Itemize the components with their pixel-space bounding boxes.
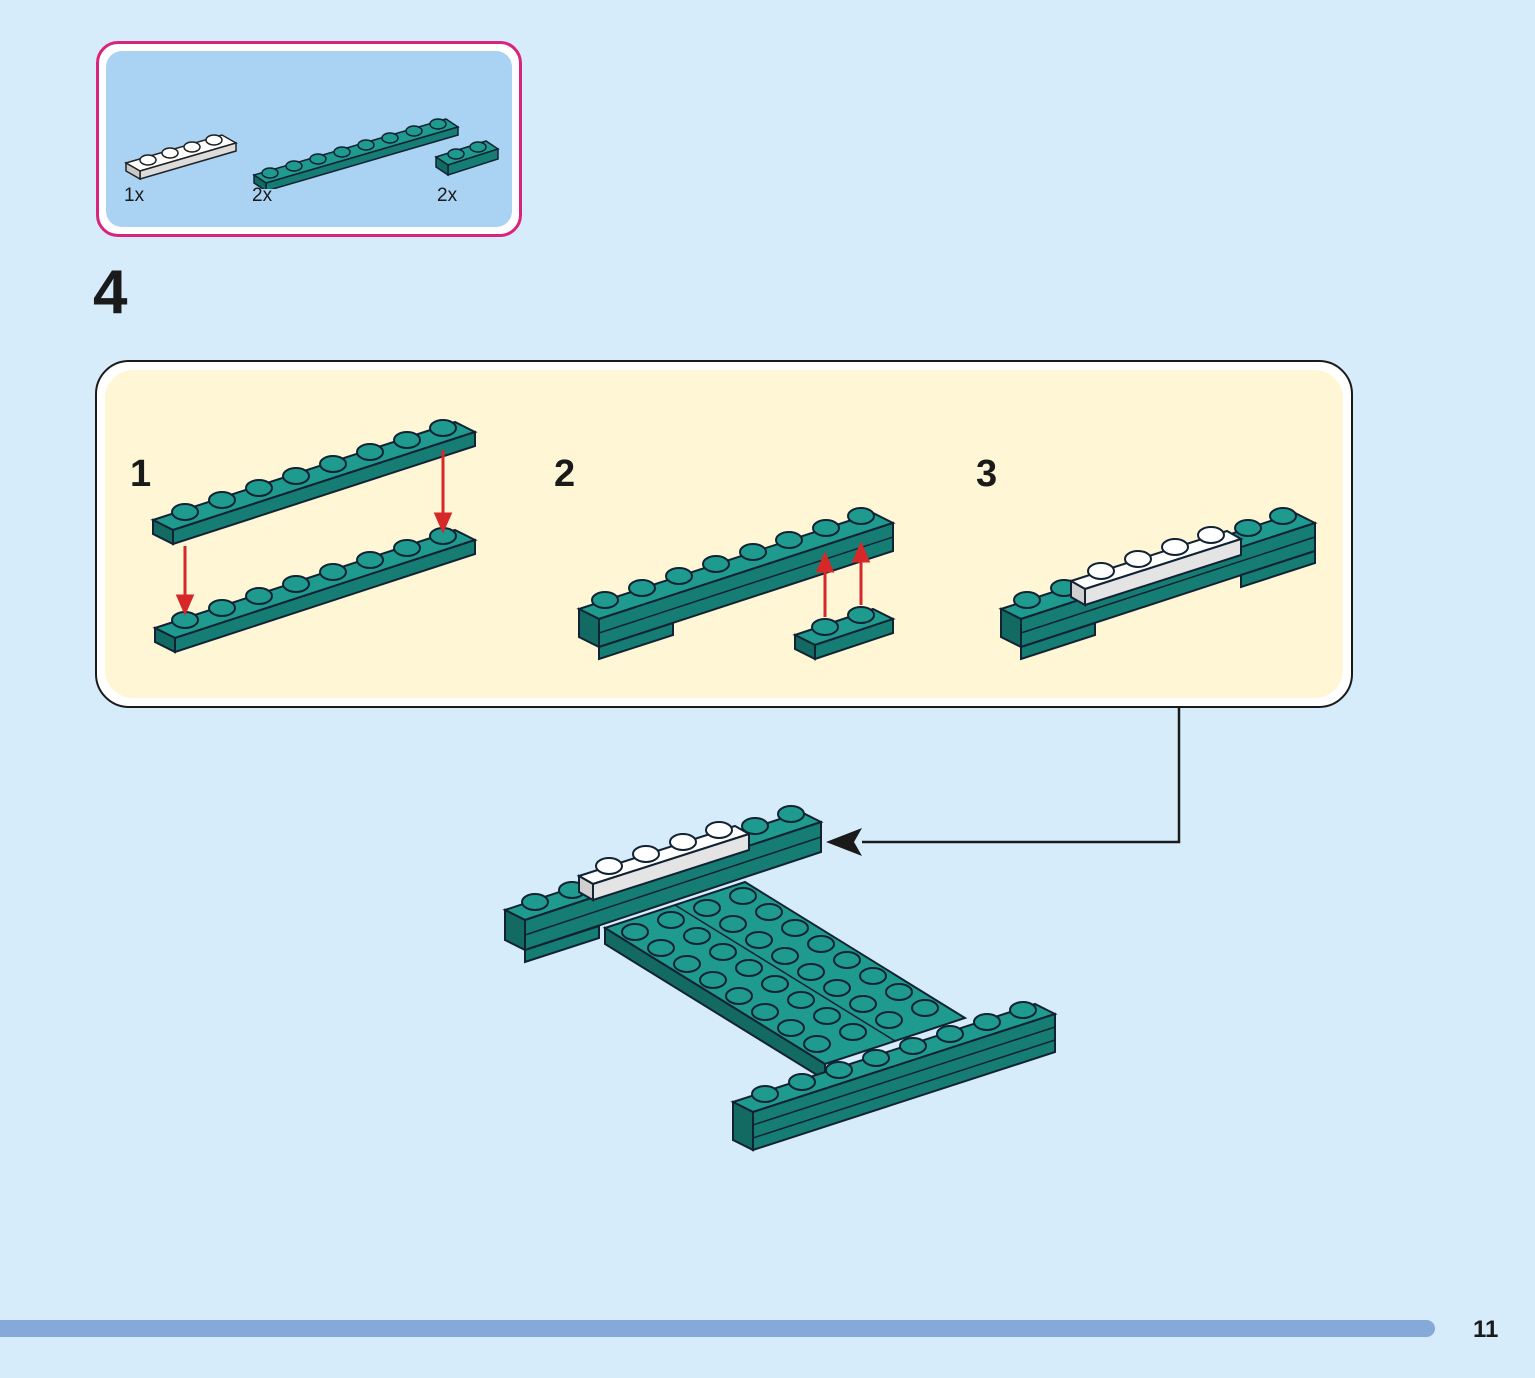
progress-bar (0, 1320, 1435, 1337)
substep-3-illustration (998, 507, 1318, 661)
teal-plate-1x2-icon (434, 140, 500, 177)
step-number: 4 (93, 258, 128, 327)
teal-plate-1x8-icon (252, 118, 460, 189)
quantity-label: 2x (437, 185, 458, 206)
quantity-label: 2x (252, 185, 273, 206)
quantity-label: 1x (124, 185, 145, 206)
teal-plate-lower (152, 527, 478, 654)
substep-1-illustration (150, 419, 478, 654)
teal-plate-upper (150, 419, 478, 546)
white-plate-1x4-icon (124, 134, 238, 181)
substep-number: 1 (130, 453, 152, 495)
substeps-box: 1 2 3 (95, 360, 1353, 708)
substep-number: 3 (976, 453, 998, 495)
page-number: 11 (1473, 1316, 1499, 1343)
parts-list-panel: 1x 2x 2x (106, 51, 512, 227)
substep-2-illustration (576, 507, 896, 661)
down-arrows (175, 450, 453, 616)
parts-list-box: 1x 2x 2x (96, 41, 522, 237)
substep-number: 2 (554, 453, 576, 495)
step-result-illustration (502, 805, 1058, 1152)
substeps-panel: 1 2 3 (105, 370, 1343, 698)
up-arrows (815, 541, 871, 617)
